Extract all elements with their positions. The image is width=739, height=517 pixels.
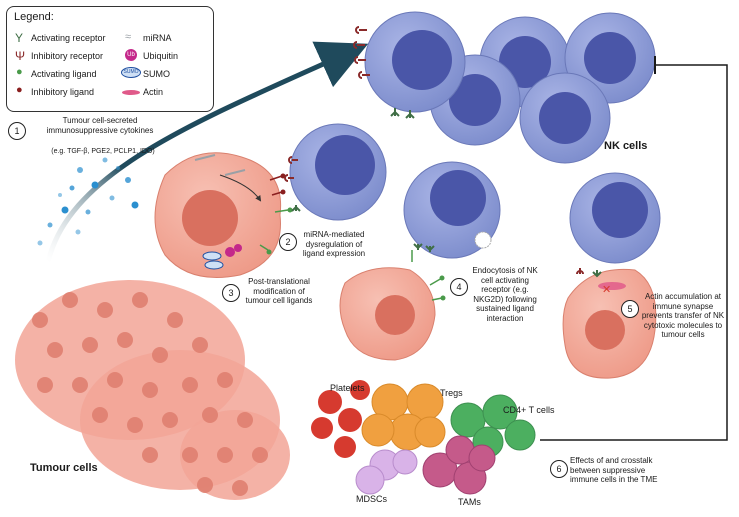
legend-activating-receptor: Activating receptor (31, 33, 106, 43)
tams-label: TAMs (458, 497, 481, 507)
inhibition-bracket (540, 64, 728, 441)
svg-text:✕: ✕ (602, 284, 611, 296)
legend-inhibitory-receptor: Inhibitory receptor (31, 51, 104, 61)
step-4-number: 4 (450, 278, 468, 296)
legend-actin: Actin (143, 87, 164, 97)
nk-cell-cluster (353, 11, 656, 164)
legend-activating-ligand: Activating ligand (31, 69, 97, 79)
step-5-number: 5 (621, 300, 639, 318)
tregs-label: Tregs (440, 388, 463, 398)
inhibitory-ligand-icon: ● (16, 84, 23, 96)
platelets-label: Platelets (330, 383, 365, 393)
step-3-text: Post-translational modification of tumou… (245, 277, 313, 306)
cytokine-arrow (45, 41, 369, 263)
step-1-examples: (e.g. TGF-β, PGE2, PCLP1, IDO) (51, 148, 155, 155)
step-2-text: miRNA-mediated dysregulation of ligand e… (302, 230, 366, 259)
nk-tumour-step4 (339, 161, 501, 361)
step-1-text: Tumour cell-secreted immunosuppressive c… (46, 116, 154, 135)
cd4-label: CD4+ T cells (503, 405, 555, 415)
nk-tumour-step5: ✕ (562, 172, 661, 379)
activating-ligand-icon: ● (16, 66, 23, 78)
step-5-text: Actin accumulation at immune synapse pre… (641, 292, 725, 340)
legend-ubiquitin: Ubiquitin (143, 51, 179, 61)
legend-mirna: miRNA (143, 33, 172, 43)
legend-title: Legend: (14, 11, 54, 23)
inhibitory-receptor-icon: Ψ (15, 49, 26, 63)
tumour-cells-label: Tumour cells (30, 462, 98, 474)
step-6-text: Effects of and crosstalk between suppres… (570, 456, 658, 485)
mdscs-label: MDSCs (356, 494, 387, 504)
step-4-text: Endocytosis of NK cell activating recept… (472, 266, 538, 323)
tumour-mass (15, 280, 290, 500)
sumo-icon: SUMO (121, 67, 141, 78)
tumour-cell-mirna (154, 152, 293, 278)
step-2-number: 2 (279, 233, 297, 251)
step-3-number: 3 (222, 284, 240, 302)
legend-inhibitory-ligand: Inhibitory ligand (31, 87, 95, 97)
activating-receptor-icon: Y (15, 31, 24, 45)
step-6-number: 6 (550, 460, 568, 478)
nk-cells-label: NK cells (604, 140, 648, 152)
legend-sumo: SUMO (143, 69, 170, 79)
immune-cell-cluster (311, 380, 536, 495)
actin-icon (122, 90, 140, 95)
mirna-icon: ≈ (125, 31, 132, 43)
legend-box: Legend: Y Activating receptor Ψ Inhibito… (6, 6, 214, 112)
nk-cell-step2 (284, 123, 387, 221)
ubiquitin-icon: Ub (125, 49, 137, 61)
cytokine-dots (37, 157, 139, 246)
step-1-number: 1 (8, 122, 26, 140)
